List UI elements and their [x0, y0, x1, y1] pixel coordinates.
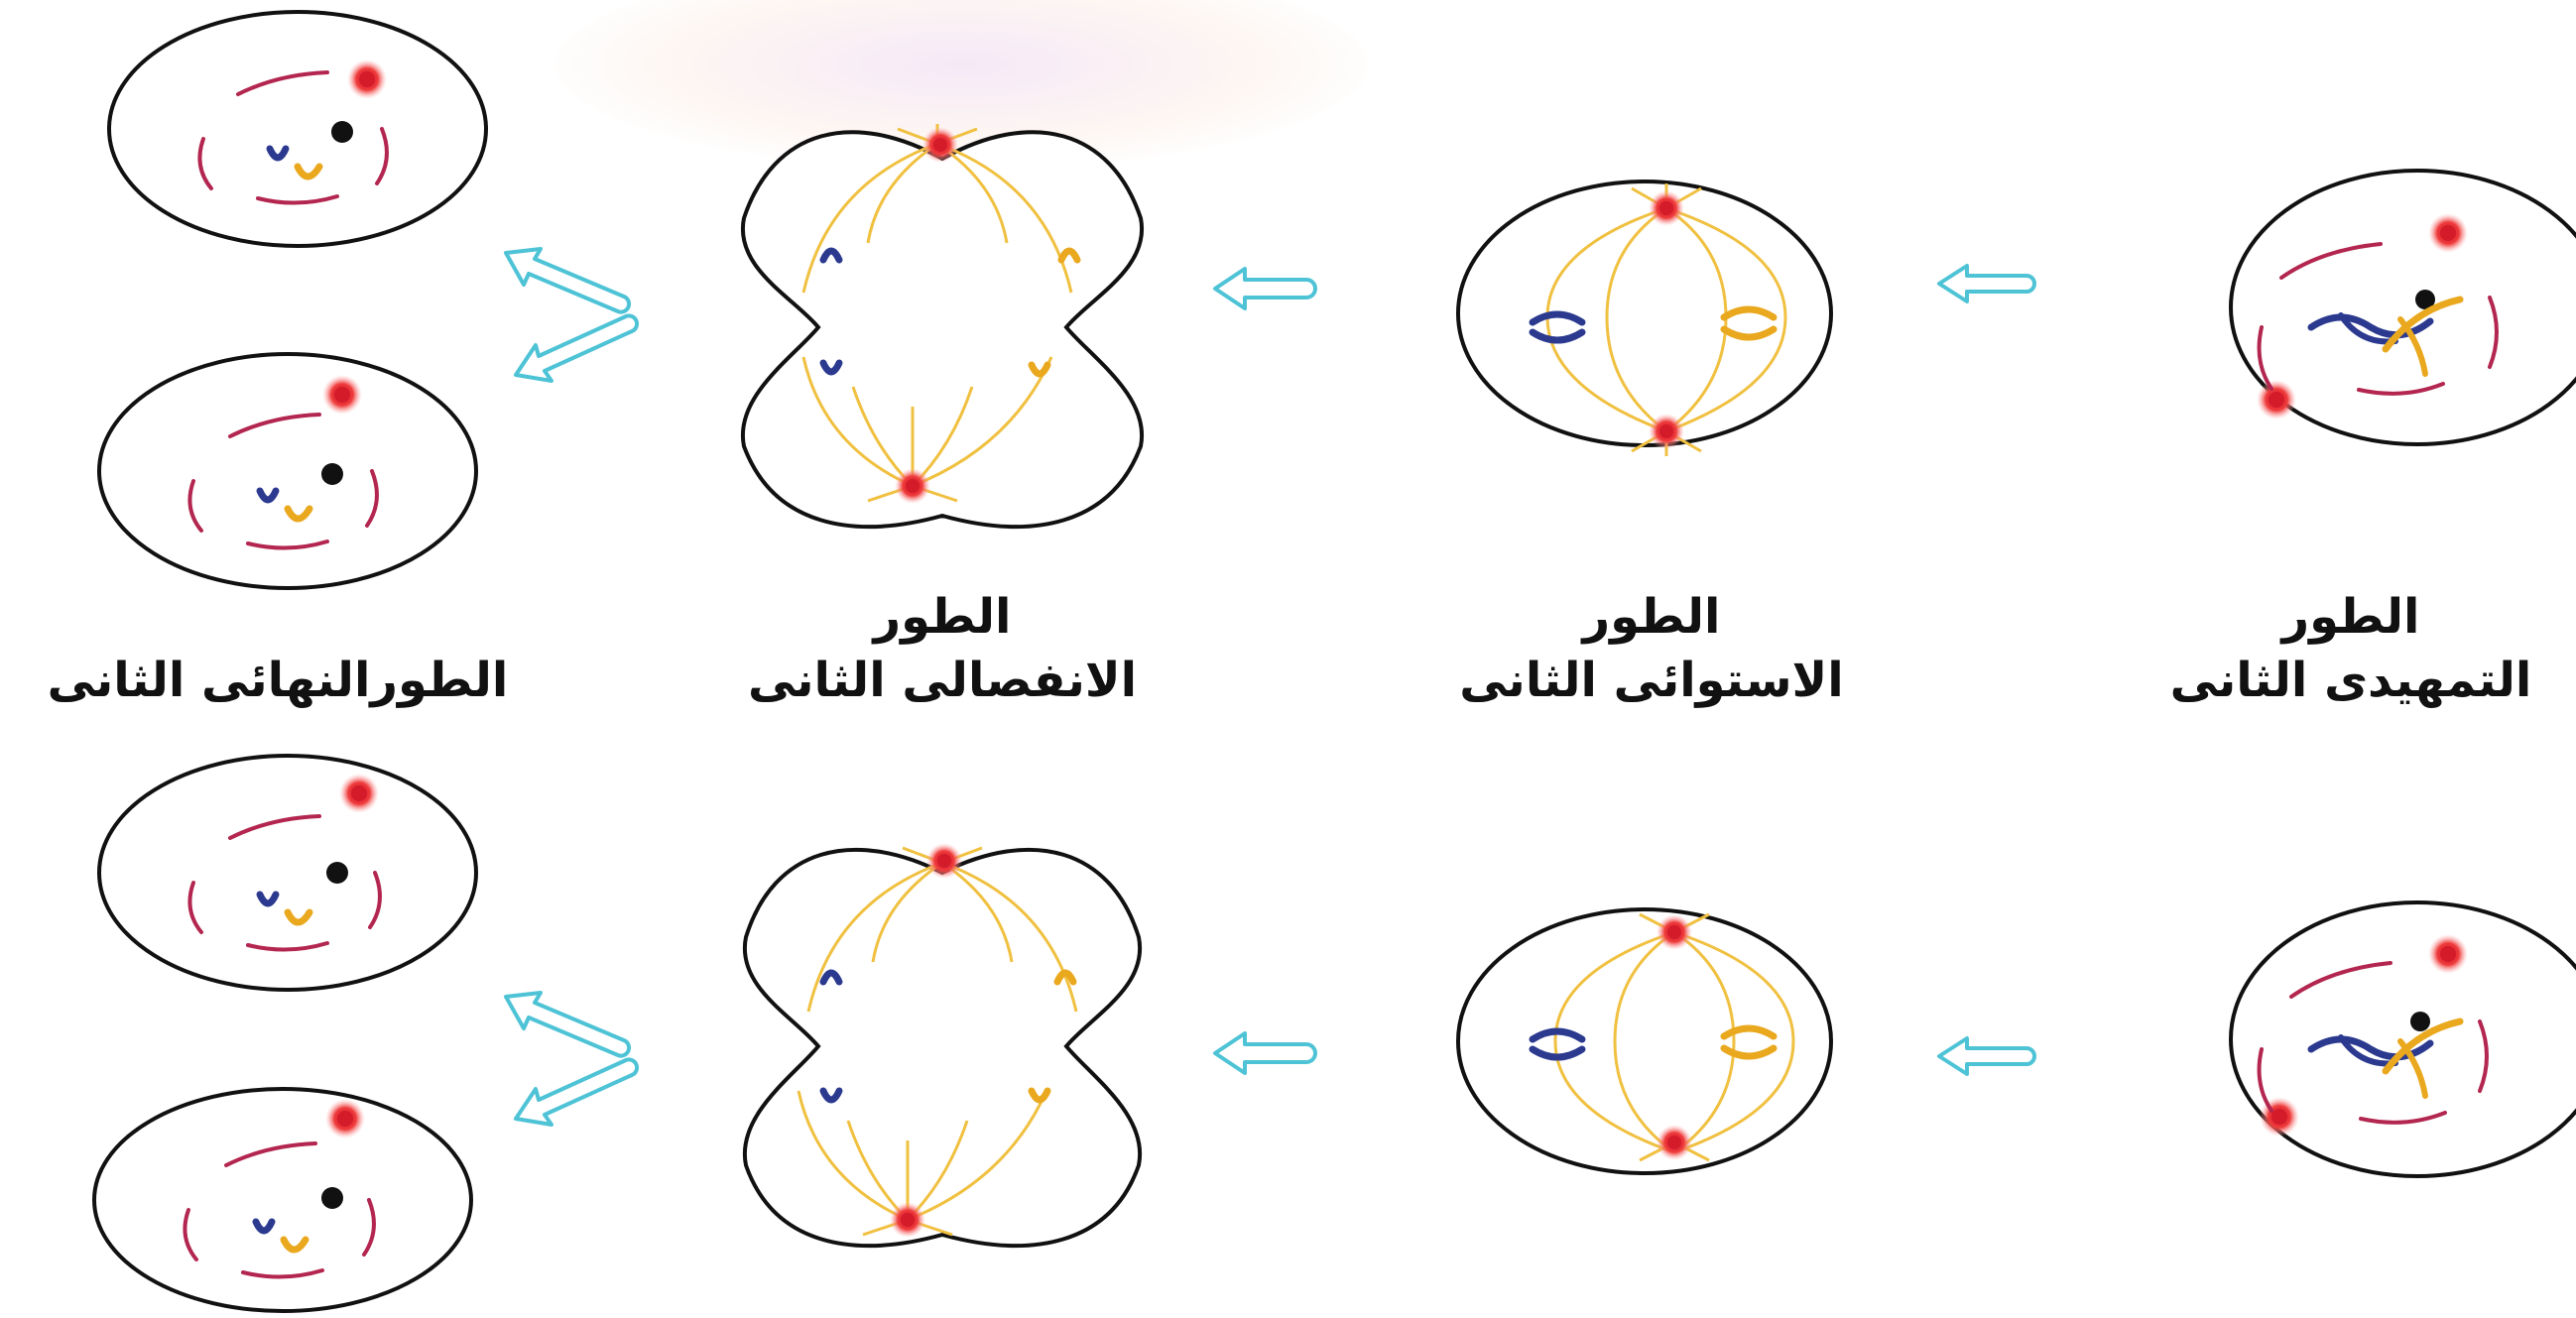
arrow-up-left-icon — [506, 993, 629, 1056]
centrosome — [339, 774, 379, 813]
label-prophase-line2: التمهيدى الثانى — [2093, 649, 2576, 712]
label-telophase-ii: الطورالنهائى الثانى — [20, 649, 536, 712]
metaphase-ii-cell-top — [1458, 181, 1831, 456]
centrosome — [322, 375, 362, 415]
telophase-ii-cell-bottom-upper — [99, 756, 476, 990]
telophase-ii-cell-bottom-lower — [94, 1089, 471, 1311]
prophase-ii-cell-top — [2231, 171, 2576, 444]
centrosome — [890, 1202, 925, 1238]
centrosome — [325, 1099, 365, 1138]
arrow-left-icon — [1215, 1033, 1315, 1073]
label-anaphase-ii: الطور الانفصالى الثانى — [684, 585, 1200, 712]
telophase-ii-cell-top-lower — [99, 354, 476, 588]
centrosome — [1649, 190, 1684, 226]
arrow-down-left-icon — [516, 1059, 637, 1125]
centrosome — [1649, 414, 1684, 449]
metaphase-ii-cell-bottom — [1458, 909, 1831, 1173]
centrosome — [347, 60, 387, 99]
centrosome — [922, 127, 958, 163]
centrosome — [1656, 1125, 1692, 1160]
label-metaphase-line2: الاستوائى الثانى — [1394, 649, 1909, 712]
arrow-down-left-icon — [516, 315, 637, 381]
centrosome — [926, 843, 962, 879]
centrosome — [2428, 934, 2468, 974]
anaphase-ii-cell-bottom — [745, 843, 1140, 1246]
centrosome — [1656, 914, 1692, 950]
arrow-left-icon — [1215, 269, 1315, 308]
centrosome — [895, 468, 930, 504]
arrow-up-left-icon — [506, 249, 629, 312]
label-prophase-line1: الطور — [2093, 585, 2576, 649]
arrow-left-icon — [1939, 266, 2034, 301]
telophase-ii-cell-top-upper — [109, 12, 486, 246]
anaphase-ii-cell-top — [743, 124, 1142, 527]
label-metaphase-line1: الطور — [1394, 585, 1909, 649]
label-anaphase-line1: الطور — [684, 585, 1200, 649]
centrosome — [2428, 213, 2468, 253]
label-telophase-line1: الطورالنهائى الثانى — [20, 649, 536, 712]
centrosome — [2257, 380, 2296, 419]
arrow-left-icon — [1939, 1038, 2034, 1074]
label-prophase-ii: الطور التمهيدى الثانى — [2093, 585, 2576, 712]
prophase-ii-cell-bottom — [2231, 902, 2576, 1176]
label-anaphase-line2: الانفصالى الثانى — [684, 649, 1200, 712]
label-metaphase-ii: الطور الاستوائى الثانى — [1394, 585, 1909, 712]
